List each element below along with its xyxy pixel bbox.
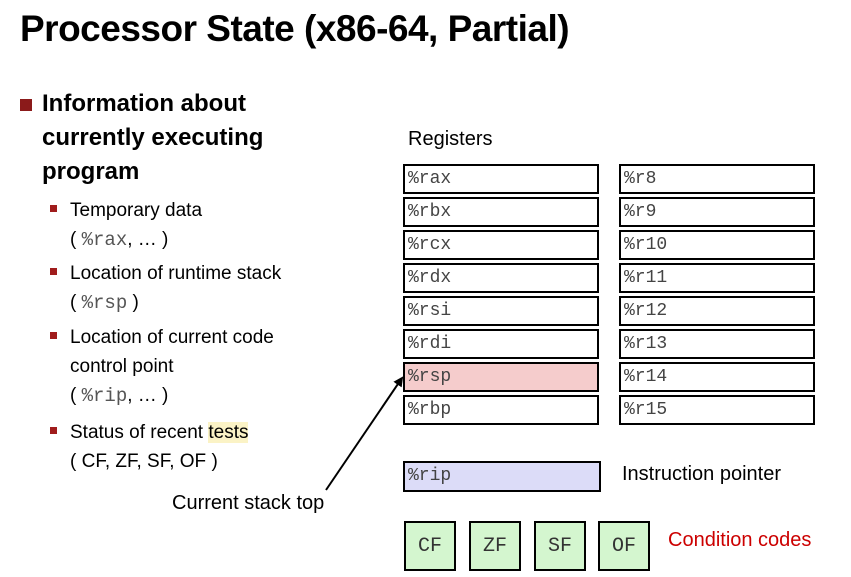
register-r11: %r11 (619, 263, 815, 293)
register-rsi: %rsi (403, 296, 599, 326)
bullet-square-icon (50, 268, 57, 275)
condition-code-zf: ZF (469, 521, 521, 571)
sub-bullet-text: ( CF, ZF, SF, OF ) (70, 451, 218, 472)
register-rdi: %rdi (403, 329, 599, 359)
main-bullet-line-1: Information about (42, 90, 246, 117)
condition-code-cf: CF (404, 521, 456, 571)
register-rbp: %rbp (403, 395, 599, 425)
sub-bullet-text: Status of recent (70, 422, 209, 443)
current-stack-top-label: Current stack top (172, 492, 325, 514)
paren: , … ) (127, 385, 169, 406)
sub-bullet-text: control point (70, 356, 174, 377)
sub-bullet-code-control-point: Location of current code control point (… (50, 323, 274, 411)
register-r14: %r14 (619, 362, 815, 392)
highlighted-word: tests (208, 422, 249, 443)
paren: ( (70, 229, 82, 250)
condition-code-sf: SF (534, 521, 586, 571)
register-rdx: %rdx (403, 263, 599, 293)
code-rax: %rax (81, 229, 128, 251)
condition-codes-label: Condition codes (668, 529, 812, 551)
register-rip: %rip (403, 461, 601, 492)
register-r9: %r9 (619, 197, 815, 227)
paren: ( (70, 292, 82, 313)
register-rax: %rax (403, 164, 599, 194)
sub-bullet-temporary-data: Temporary data ( %rax, … ) (50, 196, 202, 255)
code-rip: %rip (81, 385, 128, 407)
register-r8: %r8 (619, 164, 815, 194)
code-rsp: %rsp (81, 292, 128, 314)
page-title: Processor State (x86-64, Partial) (20, 8, 570, 49)
paren: ) (127, 292, 139, 313)
register-r13: %r13 (619, 329, 815, 359)
register-rcx: %rcx (403, 230, 599, 260)
sub-bullet-recent-tests: Status of recent tests ( CF, ZF, SF, OF … (50, 418, 249, 476)
register-r15: %r15 (619, 395, 815, 425)
main-bullet-line-3: program (42, 158, 140, 185)
register-rbx: %rbx (403, 197, 599, 227)
main-bullet: Information about currently executing pr… (20, 87, 350, 189)
sub-bullet-text: Location of current code (70, 327, 274, 348)
sub-bullet-text: Temporary data (70, 200, 203, 221)
condition-code-of: OF (598, 521, 650, 571)
arrow-line (325, 376, 404, 491)
bullet-square-icon (50, 427, 57, 434)
bullet-square-icon (50, 205, 57, 212)
sub-bullet-text: Location of runtime stack (70, 263, 282, 284)
bullet-square-icon (50, 332, 57, 339)
instruction-pointer-label: Instruction pointer (622, 463, 781, 485)
register-r12: %r12 (619, 296, 815, 326)
register-rsp: %rsp (403, 362, 599, 392)
registers-label: Registers (408, 128, 493, 150)
main-bullet-line-2: currently executing (42, 124, 264, 151)
sub-bullet-runtime-stack: Location of runtime stack ( %rsp ) (50, 259, 281, 318)
register-r10: %r10 (619, 230, 815, 260)
bullet-square-icon (20, 99, 32, 111)
paren: ( (70, 385, 82, 406)
paren: , … ) (127, 229, 169, 250)
